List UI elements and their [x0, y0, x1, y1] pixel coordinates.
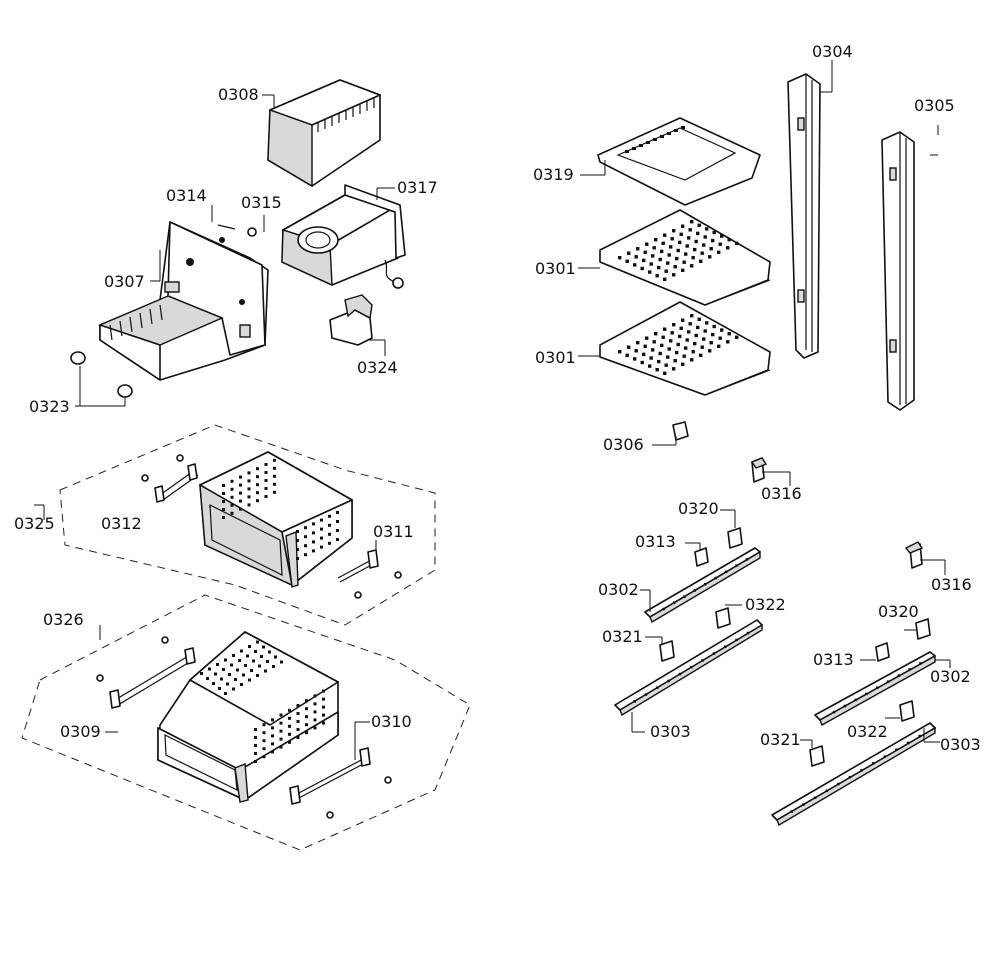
label-0317: 0317 [397, 178, 438, 197]
label-0301-upper: 0301 [535, 259, 576, 278]
part-0310-rail-right [289, 747, 392, 819]
part-0324-clip [329, 294, 373, 346]
label-0324: 0324 [357, 358, 398, 377]
label-0312: 0312 [101, 514, 142, 533]
label-0305: 0305 [914, 96, 955, 115]
label-0311: 0311 [373, 522, 414, 541]
label-0306: 0306 [603, 435, 644, 454]
label-0321-right: 0321 [760, 730, 801, 749]
part-0302-rail-right [814, 651, 936, 726]
label-0322-left: 0322 [745, 595, 786, 614]
label-0304: 0304 [812, 42, 853, 61]
part-0317-icemaker [281, 184, 406, 289]
part-0319-shelf-frame [597, 117, 761, 206]
label-0320-left: 0320 [678, 499, 719, 518]
part-0305-upright [881, 131, 915, 411]
label-0314: 0314 [166, 186, 207, 205]
label-0316-right: 0316 [931, 575, 972, 594]
label-0322-right: 0322 [847, 722, 888, 741]
part-0301-shelf-lower [599, 301, 771, 396]
label-0308: 0308 [218, 85, 259, 104]
label-0309: 0309 [60, 722, 101, 741]
part-0303-rail-left [614, 619, 763, 717]
part-0307-bracket [98, 221, 269, 381]
label-0302-left: 0302 [598, 580, 639, 599]
label-0302-right: 0302 [930, 667, 971, 686]
label-0319: 0319 [533, 165, 574, 184]
label-0313-right: 0313 [813, 650, 854, 669]
part-0311-rail-right [337, 549, 402, 599]
label-0303-left: 0303 [650, 722, 691, 741]
label-0315: 0315 [241, 193, 282, 212]
part-0304-upright [787, 73, 821, 359]
part-0312-rail-left [141, 454, 199, 503]
part-0308-housing [267, 79, 381, 188]
part-0303-rail-right [771, 722, 936, 827]
label-0303-right: 0303 [940, 735, 981, 754]
label-0310: 0310 [371, 712, 412, 731]
label-0313-left: 0313 [635, 532, 676, 551]
part-lower-basket [157, 631, 339, 803]
label-0323: 0323 [29, 397, 70, 416]
label-0316-left: 0316 [761, 484, 802, 503]
label-0321-left: 0321 [602, 627, 643, 646]
label-0326: 0326 [43, 610, 84, 629]
part-0302-rail-left [644, 547, 761, 624]
part-0301-shelf-upper [599, 209, 771, 306]
label-0325: 0325 [14, 514, 55, 533]
label-0301-lower: 0301 [535, 348, 576, 367]
part-0309-rail-left [96, 636, 196, 709]
label-0307: 0307 [104, 272, 145, 291]
label-0320-right: 0320 [878, 602, 919, 621]
part-upper-basket [199, 451, 353, 588]
